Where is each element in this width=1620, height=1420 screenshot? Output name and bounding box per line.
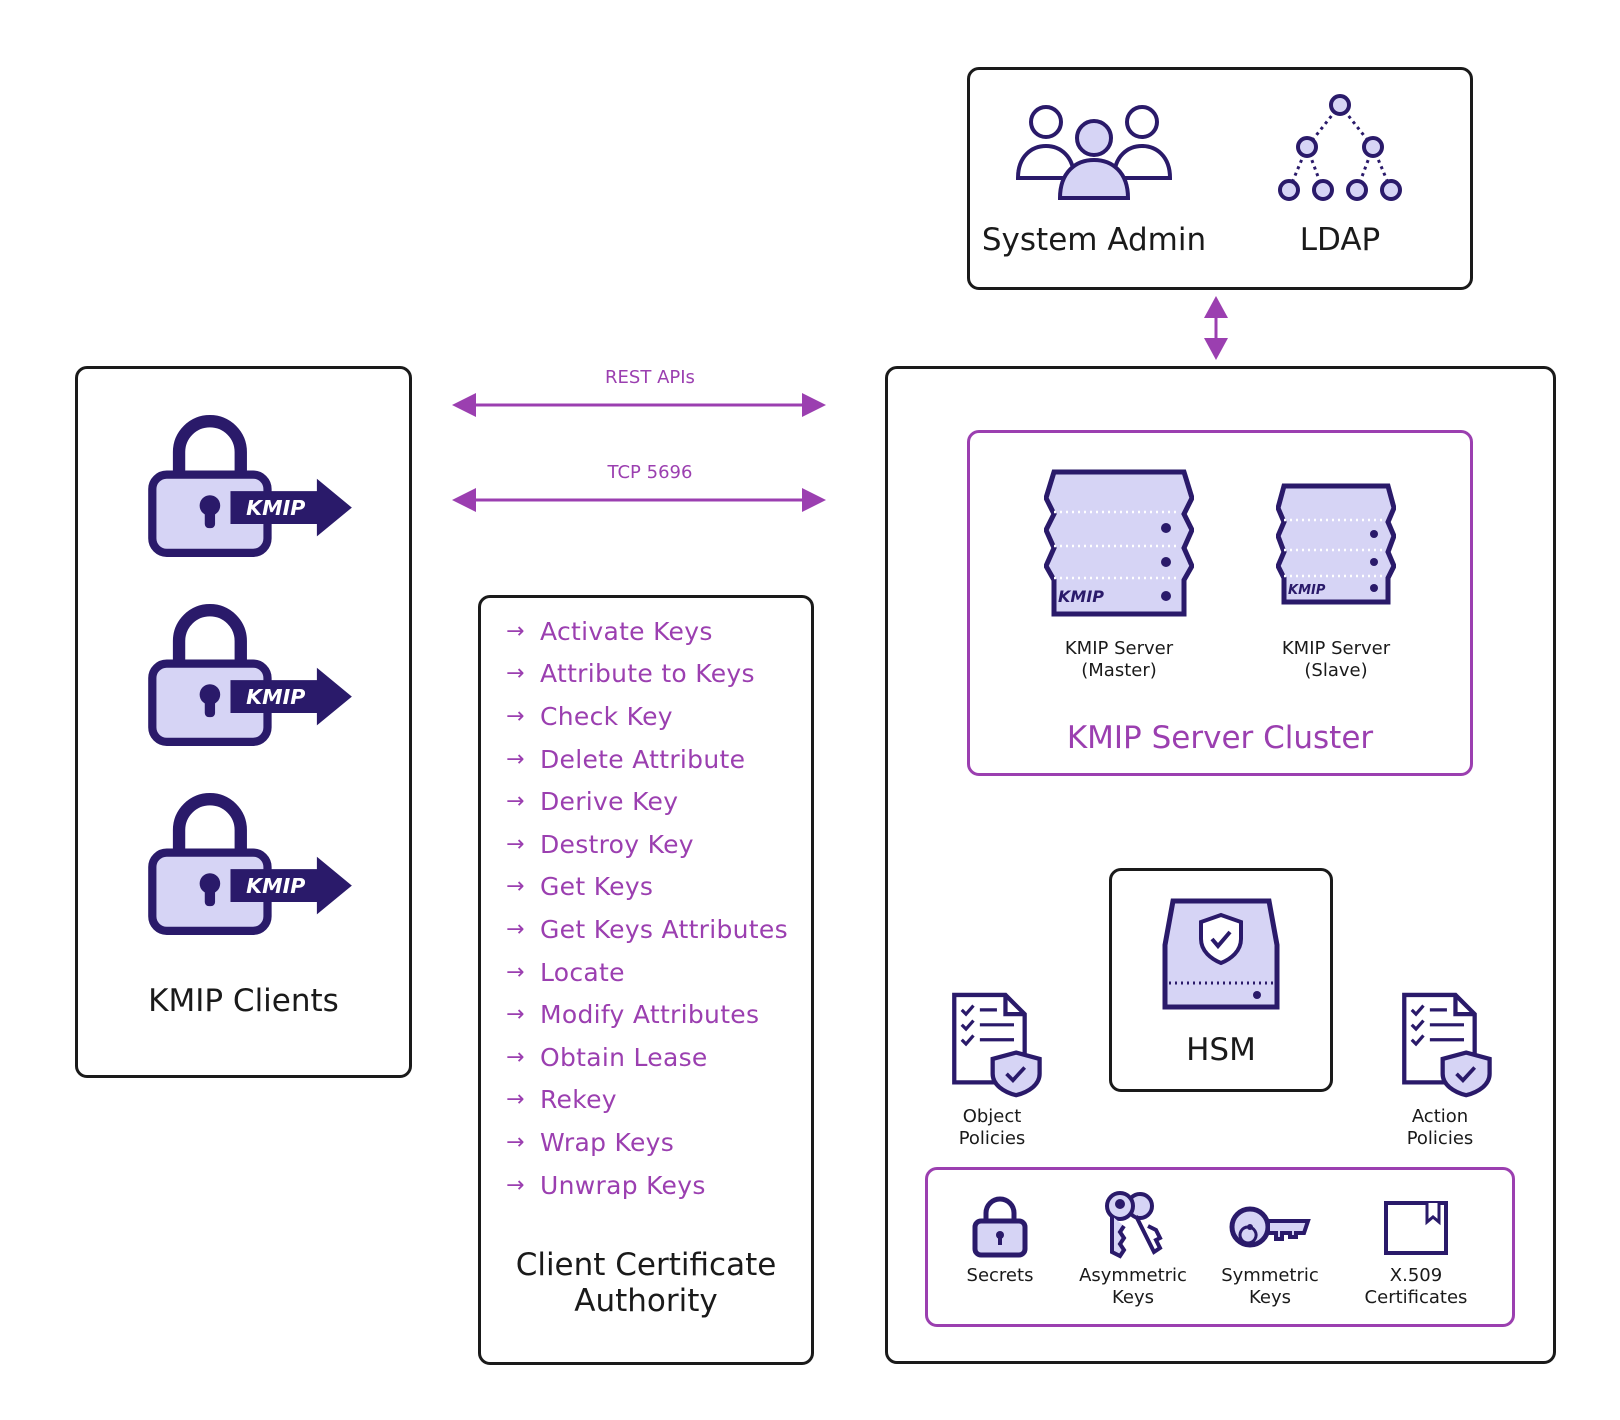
op-item: →Get Keys bbox=[506, 872, 654, 902]
op-item: →Modify Attributes bbox=[506, 1000, 760, 1030]
server-slave-icon: KMIP bbox=[1276, 483, 1396, 605]
client-ca-title-line1: Client Certificate bbox=[515, 1247, 777, 1283]
arrow-right-icon: → bbox=[506, 1044, 525, 1070]
slave-label-line1: KMIP Server bbox=[1281, 638, 1391, 659]
asymmetric-keys-icon bbox=[1105, 1191, 1163, 1259]
op-item: →Delete Attribute bbox=[506, 744, 746, 774]
op-item: →Check Key bbox=[506, 701, 673, 731]
symmetric-key-icon bbox=[1229, 1206, 1311, 1248]
slave-label-line2: (Slave) bbox=[1304, 660, 1368, 681]
master-label-line1: KMIP Server bbox=[1064, 638, 1174, 659]
op-item: →Derive Key bbox=[506, 787, 679, 817]
svg-text:KMIP: KMIP bbox=[1288, 583, 1326, 598]
users-group-icon bbox=[1015, 105, 1173, 200]
op-item: →Rekey bbox=[506, 1085, 617, 1115]
client-ca-title-line2: Authority bbox=[574, 1283, 718, 1319]
arrow-right-icon: → bbox=[506, 703, 525, 729]
operations-list: →Activate Keys →Attribute to Keys →Check… bbox=[506, 610, 788, 1206]
system-admin-label: System Admin bbox=[981, 222, 1207, 258]
arrow-right-icon: → bbox=[506, 959, 525, 985]
cluster-title: KMIP Server Cluster bbox=[1066, 720, 1374, 756]
kmip-clients-title: KMIP Clients bbox=[148, 983, 339, 1019]
sym-label-line2: Keys bbox=[1248, 1287, 1291, 1308]
ldap-label: LDAP bbox=[1299, 222, 1381, 258]
managed-objects-panel bbox=[925, 1167, 1515, 1327]
tcp-label: TCP 5696 bbox=[607, 462, 693, 483]
op-item: →Attribute to Keys bbox=[506, 659, 755, 689]
rest-apis-label: REST APIs bbox=[605, 367, 695, 388]
arrow-right-icon: → bbox=[506, 1002, 525, 1028]
client-ca-panel bbox=[478, 595, 814, 1365]
arrow-right-icon: → bbox=[506, 1087, 525, 1113]
asym-label-line1: Asymmetric bbox=[1079, 1265, 1187, 1286]
arrow-right-icon: → bbox=[506, 1172, 525, 1198]
svg-text:KMIP: KMIP bbox=[1058, 587, 1104, 606]
object-policies-line1: Object bbox=[962, 1106, 1022, 1127]
object-policies-icon bbox=[950, 990, 1046, 1098]
arrow-right-icon: → bbox=[506, 618, 525, 644]
hsm-label: HSM bbox=[1186, 1032, 1256, 1068]
lock-kmip-icon bbox=[146, 604, 352, 748]
arrow-right-icon: → bbox=[506, 661, 525, 687]
server-master-icon: KMIP bbox=[1044, 469, 1194, 617]
x509-label-line1: X.509 bbox=[1389, 1265, 1443, 1286]
kmip-server-cluster-panel bbox=[967, 430, 1473, 776]
arrow-right-icon: → bbox=[506, 916, 525, 942]
action-policies-line2: Policies bbox=[1406, 1128, 1474, 1149]
arrow-right-icon: → bbox=[506, 831, 525, 857]
op-item: →Get Keys Attributes bbox=[506, 914, 788, 944]
op-item: →Wrap Keys bbox=[506, 1127, 675, 1157]
hsm-device-icon bbox=[1162, 898, 1280, 1010]
secrets-label: Secrets bbox=[966, 1265, 1034, 1286]
sym-label-line1: Symmetric bbox=[1221, 1265, 1319, 1286]
op-item: →Unwrap Keys bbox=[506, 1170, 706, 1200]
op-item: →Obtain Lease bbox=[506, 1042, 708, 1072]
x509-label-line2: Certificates bbox=[1364, 1287, 1468, 1308]
object-policies-line2: Policies bbox=[958, 1128, 1026, 1149]
certificate-icon bbox=[1384, 1201, 1448, 1255]
op-item: →Activate Keys bbox=[506, 616, 713, 646]
arrow-right-icon: → bbox=[506, 1129, 525, 1155]
master-label-line2: (Master) bbox=[1081, 660, 1157, 681]
action-policies-icon bbox=[1400, 990, 1496, 1098]
asym-label-line2: Keys bbox=[1111, 1287, 1154, 1308]
ldap-tree-icon bbox=[1278, 94, 1402, 201]
arrow-right-icon: → bbox=[506, 746, 525, 772]
arrow-right-icon: → bbox=[506, 789, 525, 815]
op-item: →Locate bbox=[506, 957, 625, 987]
lock-kmip-icon bbox=[146, 415, 352, 559]
padlock-icon bbox=[972, 1196, 1028, 1258]
lock-kmip-icon bbox=[146, 793, 352, 937]
action-policies-line1: Action bbox=[1411, 1106, 1469, 1127]
op-item: →Destroy Key bbox=[506, 829, 694, 859]
arrow-right-icon: → bbox=[506, 874, 525, 900]
